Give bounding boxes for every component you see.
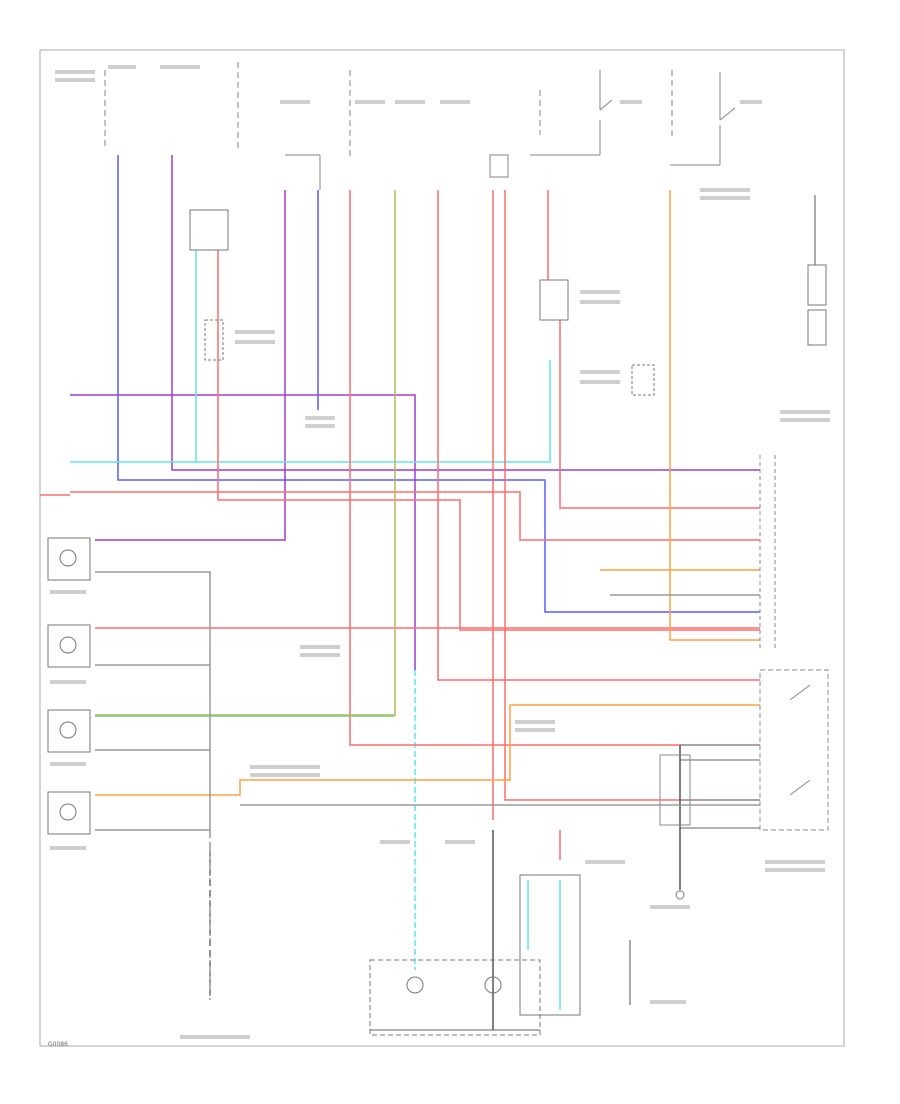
bottom-components xyxy=(209,850,685,1036)
wire-purple-1 xyxy=(171,155,760,471)
diagram-code: G0086 xyxy=(48,1041,68,1048)
wire-olive-1 xyxy=(95,190,396,716)
lamp-box-3 xyxy=(47,709,91,753)
left-lamps xyxy=(47,537,91,835)
text-placeholders xyxy=(50,65,830,1039)
battery xyxy=(807,195,827,346)
wire-purple-3 xyxy=(70,394,416,670)
lamp-box-1 xyxy=(47,537,91,581)
wire-red-2 xyxy=(349,190,760,746)
lamp-box-2 xyxy=(47,624,91,668)
wire-red-1 xyxy=(217,250,760,631)
diagram-border xyxy=(39,49,845,1047)
top-fuse-block xyxy=(104,62,736,190)
wire-red-5 xyxy=(504,190,760,801)
wire-orange-1 xyxy=(669,190,760,641)
wires xyxy=(40,155,760,1031)
switch-box xyxy=(759,669,829,831)
right-connectors xyxy=(659,455,829,831)
wire-blue-1 xyxy=(117,155,760,613)
relays xyxy=(189,209,655,396)
lamp-box-4 xyxy=(47,791,91,835)
wire-orange-2 xyxy=(95,704,760,796)
wire-gray-1 xyxy=(95,571,211,831)
wire-red-7 xyxy=(559,320,760,509)
wire-cyan-1 xyxy=(70,360,551,463)
wire-red-3 xyxy=(437,190,760,681)
wire-red-8 xyxy=(70,491,760,541)
wire-purple-2 xyxy=(95,190,286,541)
